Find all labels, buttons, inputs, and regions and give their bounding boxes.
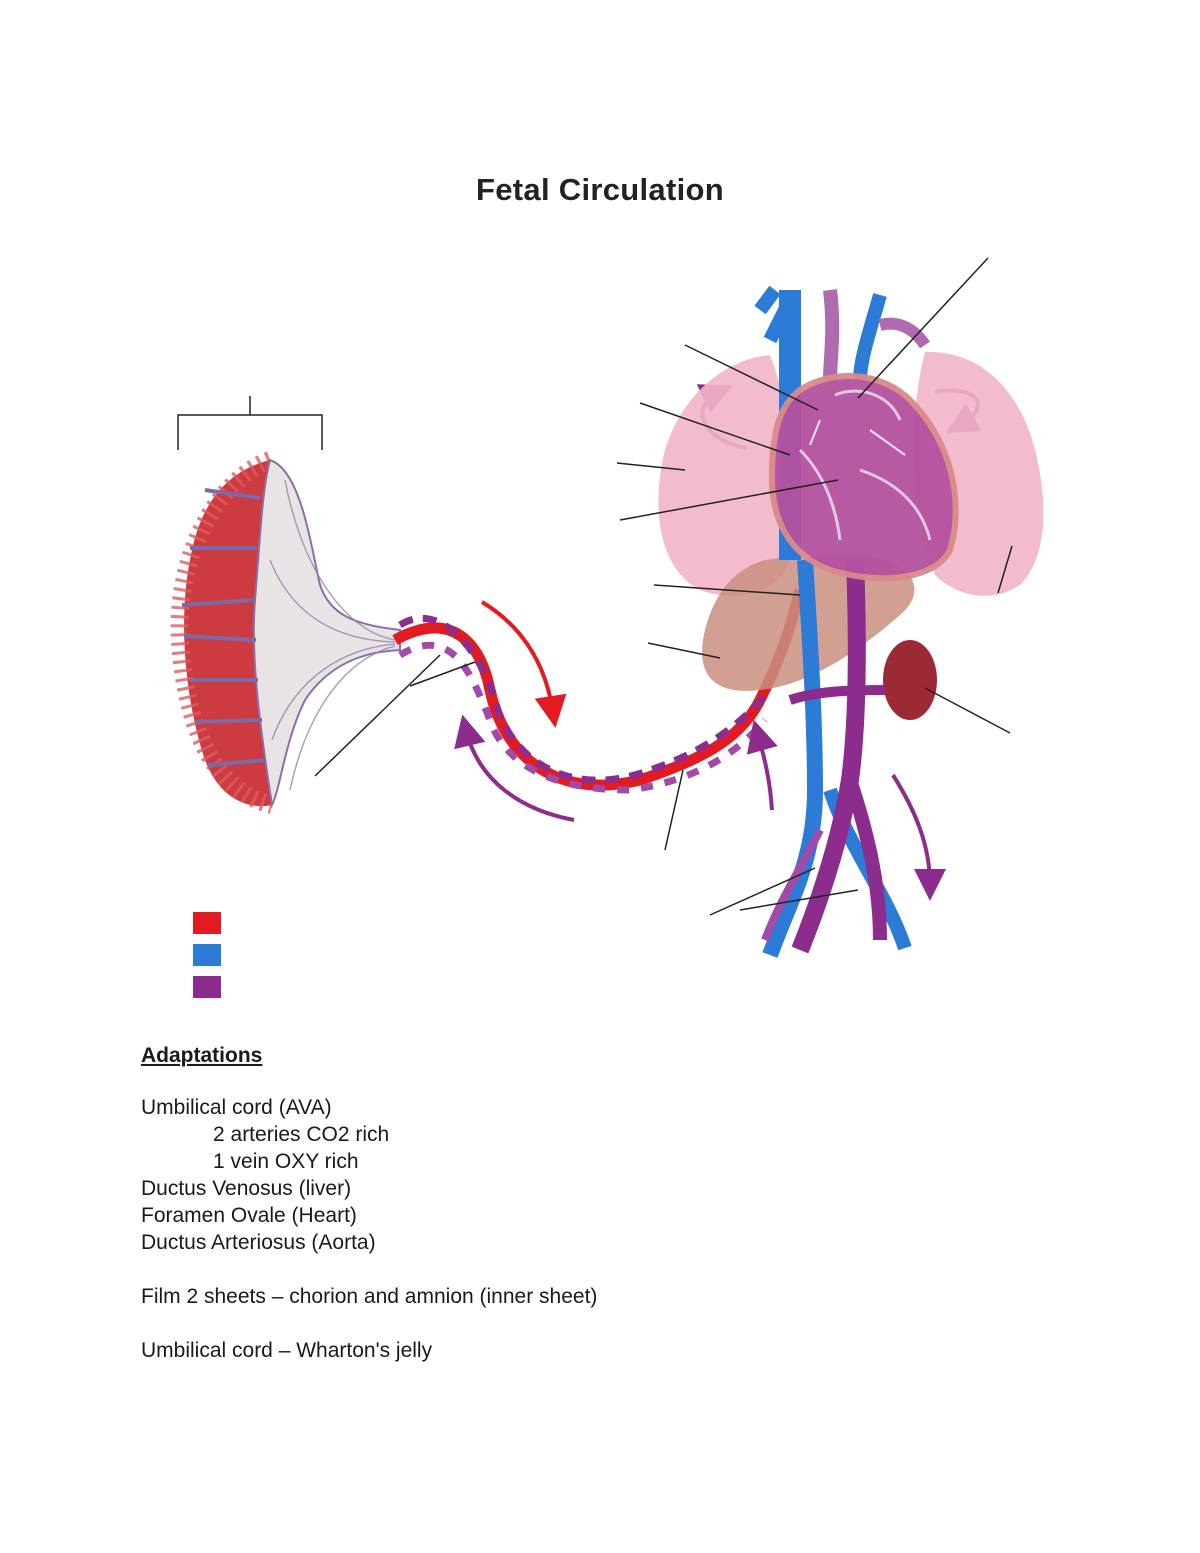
leader-line-cord-vessels	[315, 655, 475, 776]
kidney	[883, 640, 937, 720]
note-umbilical-cord: Umbilical cord (AVA)	[141, 1094, 1041, 1121]
note-vein: 1 vein OXY rich	[141, 1148, 1041, 1175]
flow-arrow-iliac-up	[758, 735, 772, 810]
note-film: Film 2 sheets – chorion and amnion (inne…	[141, 1283, 1041, 1310]
legend	[193, 912, 221, 998]
note-foramen-ovale: Foramen Ovale (Heart)	[141, 1202, 1041, 1229]
leader-line-placenta-bracket	[178, 396, 322, 450]
legend-swatch-oxygenated	[193, 912, 221, 934]
leader-line-kidney	[925, 688, 1010, 733]
legend-swatch-deoxygenated	[193, 944, 221, 966]
note-ductus-arteriosus: Ductus Arteriosus (Aorta)	[141, 1229, 1041, 1256]
flow-arrow-legs-down	[893, 775, 930, 885]
placenta	[180, 460, 400, 806]
note-ductus-venosus: Ductus Venosus (liver)	[141, 1175, 1041, 1202]
note-arteries: 2 arteries CO2 rich	[141, 1121, 1041, 1148]
adaptations-notes: Adaptations Umbilical cord (AVA) 2 arter…	[141, 1040, 1041, 1364]
note-wharton-jelly: Umbilical cord – Wharton's jelly	[141, 1337, 1041, 1364]
legend-swatch-mixed	[193, 976, 221, 998]
pulmonary-vessel	[830, 290, 832, 380]
notes-heading: Adaptations	[141, 1040, 1041, 1072]
placenta-membrane	[254, 460, 400, 805]
